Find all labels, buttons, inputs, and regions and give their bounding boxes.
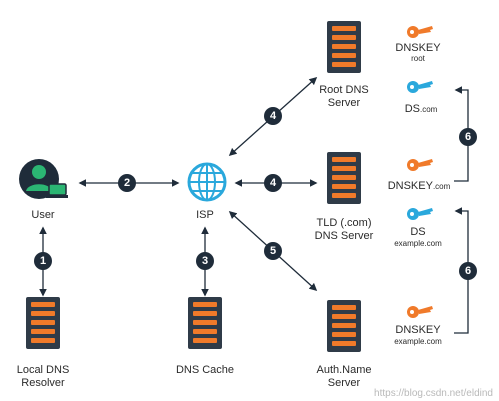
key-blue-icon (407, 208, 433, 220)
tld-ds-label: DS (410, 226, 426, 238)
root-dnskey-sub: root (411, 54, 425, 63)
step-badge-4-tld: 4 (264, 174, 282, 192)
key-orange-icon (407, 159, 433, 171)
isp-label: ISP (196, 209, 214, 221)
local-resolver-server-icon (26, 297, 60, 349)
local-resolver-label: Local DNS Resolver (16, 364, 70, 389)
tld-dnskey-group: DNSKEY.com (384, 176, 454, 194)
auth-dnskey-label: DNSKEY (395, 324, 441, 336)
tld-dnskey-sub: .com (432, 182, 451, 191)
step-badge-1: 1 (34, 252, 52, 270)
tld-ds-sub: example.com (394, 239, 442, 248)
root-dnskey-label: DNSKEY (395, 42, 441, 54)
user-label: User (31, 209, 55, 221)
root-ds-group: DS.com (396, 99, 446, 117)
tld-server-label: TLD (.com) DNS Server (314, 217, 374, 242)
step-badge-6-lower: 6 (459, 262, 477, 280)
tld-dnskey-label: DNSKEY (387, 180, 433, 192)
step-badge-2: 2 (118, 174, 136, 192)
key-orange-icon (407, 306, 433, 318)
dns-cache-label: DNS Cache (175, 364, 235, 376)
key-orange-icon (407, 26, 433, 38)
auth-server-label: Auth.Name Server (316, 364, 372, 389)
step-badge-3: 3 (196, 252, 214, 270)
globe-icon (187, 162, 227, 202)
step-badge-5: 5 (264, 242, 282, 260)
key-blue-icon (407, 81, 433, 93)
dns-cache-server-icon (188, 297, 222, 349)
tld-server-icon (327, 152, 361, 204)
step-badge-6-upper: 6 (459, 128, 477, 146)
root-ds-label: DS (404, 103, 420, 115)
root-ds-sub: .com (419, 105, 438, 114)
watermark: https://blog.csdn.net/eldind (374, 388, 493, 399)
root-server-icon (327, 21, 361, 73)
auth-server-icon (327, 300, 361, 352)
step-badge-4-root: 4 (264, 107, 282, 125)
user-icon (18, 158, 68, 202)
root-server-label: Root DNS Server (319, 84, 369, 109)
auth-dnskey-sub: example.com (394, 337, 442, 346)
